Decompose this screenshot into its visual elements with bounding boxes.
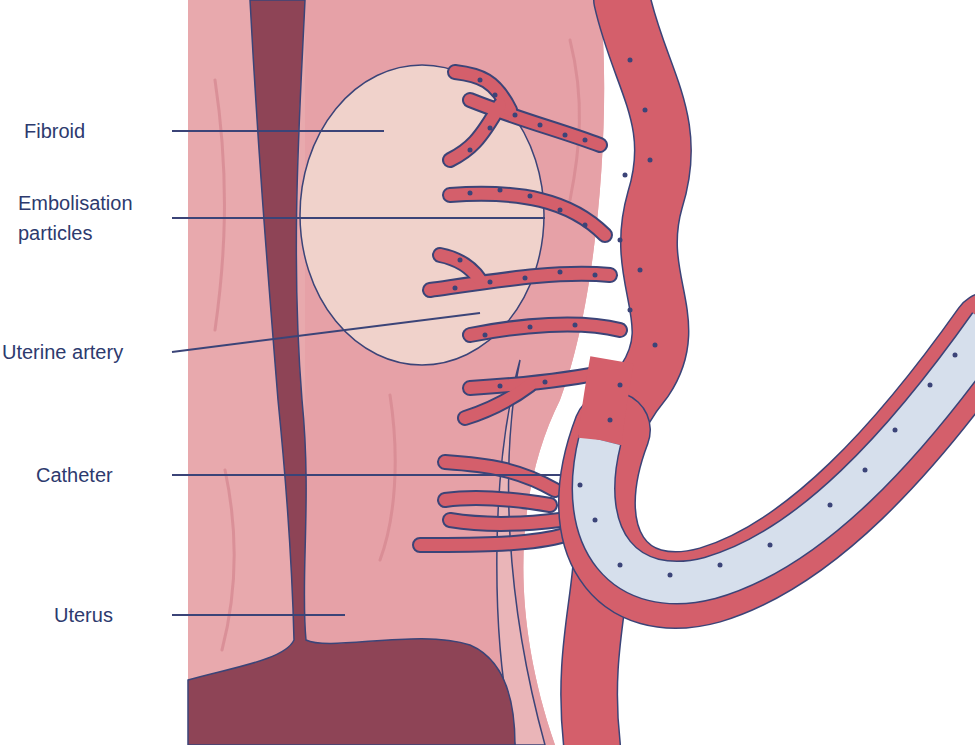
leader-lines xyxy=(172,131,560,615)
embolisation-particles xyxy=(453,58,958,578)
uterus-wall xyxy=(188,0,604,745)
leader-line xyxy=(172,130,384,132)
part-label: Fibroid xyxy=(24,116,164,146)
part-label: Uterus xyxy=(54,600,164,630)
leader-line xyxy=(172,474,560,476)
leader-line xyxy=(172,217,545,219)
part-label: Catheter xyxy=(36,460,166,490)
part-label: Uterine artery xyxy=(2,337,167,367)
leader-line xyxy=(172,313,480,352)
part-label: Embolisation particles xyxy=(18,188,168,248)
catheter xyxy=(594,325,975,583)
uterine-artery xyxy=(420,0,975,745)
leader-line xyxy=(172,614,345,616)
